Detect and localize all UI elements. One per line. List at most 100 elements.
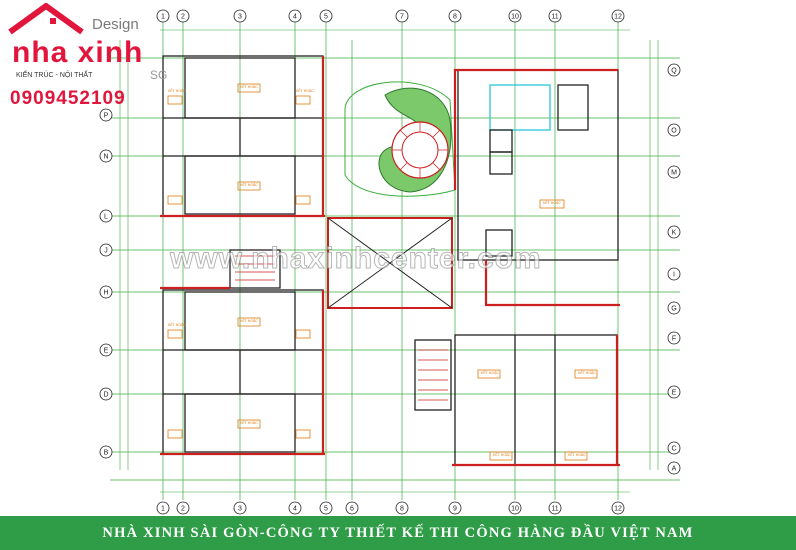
room-label: KẾT HOẶC bbox=[543, 200, 561, 205]
grid-row-right-bubble bbox=[667, 165, 681, 179]
grid-row-right-bubble bbox=[667, 385, 681, 399]
grid-column-bottom-label: 12 bbox=[614, 506, 622, 513]
grid-row-left-label: B bbox=[104, 450, 109, 457]
grid-column-bottom-bubble bbox=[448, 501, 462, 515]
room-label: KẾT HOẶC bbox=[296, 88, 314, 93]
grid-row-left-label: J bbox=[104, 248, 108, 255]
grid-column-bottom-bubble bbox=[233, 501, 247, 515]
grid-column-top-label: 3 bbox=[238, 14, 242, 21]
grid-row-left-bubble bbox=[99, 243, 113, 257]
logo-design-word: Design bbox=[92, 16, 139, 33]
grid-column-top-bubble bbox=[156, 9, 170, 23]
grid-column-top-bubble bbox=[548, 9, 562, 23]
grid-row-left-bubble bbox=[99, 343, 113, 357]
room-label: KẾT HOẶC bbox=[481, 370, 499, 375]
grid-column-bottom-label: 10 bbox=[511, 506, 519, 513]
grid-row-left-label: E bbox=[104, 348, 109, 355]
footer-title: NHÀ XINH SÀI GÒN-CÔNG TY THIẾT KẾ THI CÔ… bbox=[102, 524, 694, 541]
grid-row-right-bubble bbox=[667, 225, 681, 239]
grid-row-right-bubble bbox=[667, 441, 681, 455]
grid-column-top-bubble bbox=[395, 9, 409, 23]
grid-column-top-bubble bbox=[233, 9, 247, 23]
grid-row-left-label: H bbox=[103, 290, 108, 297]
grid-row-right-bubble bbox=[667, 63, 681, 77]
grid-column-top-label: 1 bbox=[161, 14, 165, 21]
grid-row-right-bubble bbox=[667, 267, 681, 281]
grid-column-bottom-bubble bbox=[395, 501, 409, 515]
room-label: KẾT HOẶC bbox=[240, 182, 258, 187]
furniture bbox=[167, 83, 598, 461]
grid-column-bottom-bubble bbox=[611, 501, 625, 515]
grid-row-left-label: L bbox=[104, 214, 108, 221]
grid-column-bottom-bubble bbox=[548, 501, 562, 515]
grid-column-top-bubble bbox=[176, 9, 190, 23]
grid-column-bottom-bubble bbox=[176, 501, 190, 515]
grid-row-right-label: M bbox=[671, 170, 677, 177]
block-top-right bbox=[457, 69, 619, 261]
contact-phone: 0909452109 bbox=[10, 88, 126, 109]
grid-row-left-label: D bbox=[103, 392, 108, 399]
grid-row-right-label: K bbox=[672, 230, 677, 237]
room-label: KẾT HOẶC bbox=[578, 370, 596, 375]
grid-column-top-bubble bbox=[508, 9, 522, 23]
brand-logo: Design nha xinh KIẾN TRÚC - NỘI THẤT SG … bbox=[4, 2, 174, 112]
grid-column-top-label: 4 bbox=[293, 14, 297, 21]
atrium-void bbox=[327, 217, 453, 309]
room-label: KẾT HOẶC bbox=[493, 452, 511, 457]
floor-plan-drawing: KẾT HOẶC KẾT HOẶC KẾT HOẶC KẾT HOẶC KẾT HOẶC… bbox=[99, 9, 681, 515]
grid-column-top-bubble bbox=[288, 9, 302, 23]
room-label: KẾT HOẶC bbox=[240, 420, 258, 425]
grid-column-bottom-bubble bbox=[508, 501, 522, 515]
garden-area bbox=[344, 81, 456, 197]
grid-row-right-bubble bbox=[667, 331, 681, 345]
grid-column-bottom-label: 5 bbox=[324, 506, 328, 513]
room-label: KẾT HOẶC bbox=[240, 318, 258, 323]
grid-column-top-label: 8 bbox=[453, 14, 457, 21]
watermark-text: www.nhaxinhcenter.com bbox=[170, 242, 542, 276]
grid-column-bottom-label: 3 bbox=[238, 506, 242, 513]
grid-column-bottom-bubble bbox=[319, 501, 333, 515]
grid-column-bottom-bubble bbox=[345, 501, 359, 515]
grid-column-top-bubble bbox=[448, 9, 462, 23]
room-label: KẾT HOẶC bbox=[240, 84, 258, 89]
footer-banner: NHÀ XINH SÀI GÒN-CÔNG TY THIẾT KẾ THI CÔ… bbox=[0, 516, 796, 550]
grid-column-bottom-bubble bbox=[288, 501, 302, 515]
grid-column-top-label: 11 bbox=[551, 14, 558, 21]
grid-row-right-bubble bbox=[667, 461, 681, 475]
grid-column-bottom-label: 9 bbox=[453, 506, 457, 513]
grid-row-left-bubble bbox=[99, 285, 113, 299]
grid-row-right-label: I bbox=[673, 272, 675, 279]
grid-row-right-label: F bbox=[672, 336, 676, 343]
room-label: KẾT HOẶC bbox=[168, 322, 186, 327]
logo-tagline: KIẾN TRÚC - NỘI THẤT bbox=[16, 72, 93, 79]
grid-row-right-label: O bbox=[671, 128, 677, 135]
grid-column-top-bubble bbox=[319, 9, 333, 23]
grid-row-right-bubble bbox=[667, 301, 681, 315]
grid-row-right-bubble bbox=[667, 123, 681, 137]
grid-row-left-bubble bbox=[99, 108, 113, 122]
grid-row-right-label: Q bbox=[671, 68, 677, 75]
grid-column-top-label: 5 bbox=[324, 14, 328, 21]
grid-column-bottom-label: 6 bbox=[350, 506, 354, 513]
house-roof-icon bbox=[8, 3, 84, 35]
grid-column-bottom-label: 11 bbox=[551, 506, 558, 513]
grid-row-right-label: A bbox=[672, 466, 677, 473]
grid-row-right-label: E bbox=[672, 390, 677, 397]
grid-row-left-bubble bbox=[99, 387, 113, 401]
grid-column-top-label: 12 bbox=[614, 14, 622, 21]
grid-column-top-label: 2 bbox=[181, 14, 185, 21]
grid-row-left-bubble bbox=[99, 209, 113, 223]
grid-column-bottom-label: 8 bbox=[400, 506, 404, 513]
grid-column-bottom-label: 1 bbox=[161, 506, 165, 513]
dimension-lines bbox=[119, 29, 659, 493]
grid-column-top-label: 7 bbox=[400, 14, 404, 21]
grid-row-right-label: C bbox=[671, 446, 676, 453]
room-label: KẾT HOẶC bbox=[168, 88, 186, 93]
grid-row-left-label: N bbox=[103, 154, 108, 161]
grid-column-top-bubble bbox=[611, 9, 625, 23]
grid-row-left-bubble bbox=[99, 445, 113, 459]
grid-row-left-label: P bbox=[104, 113, 109, 120]
logo-brand-name: nha xinh bbox=[12, 36, 144, 69]
grid-column-bottom-label: 2 bbox=[181, 506, 185, 513]
grid-row-left-bubble bbox=[99, 149, 113, 163]
